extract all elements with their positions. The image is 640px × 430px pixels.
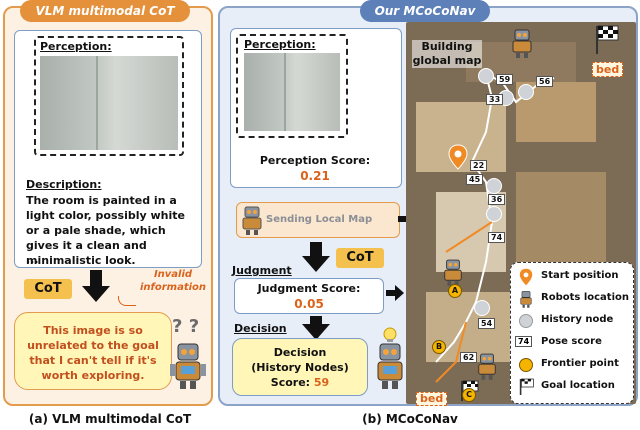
judgment-label: Judgment xyxy=(232,264,292,277)
history-node-icon xyxy=(486,206,502,222)
vlm-invalid-note: Invalid information xyxy=(139,269,207,293)
legend-history: History node xyxy=(541,314,614,325)
vlm-invalid-pointer xyxy=(118,296,136,306)
history-node-icon xyxy=(519,314,533,328)
robot-icon xyxy=(478,353,496,380)
vlm-answer-bubble: This image is so unrelated to the goal t… xyxy=(14,312,172,390)
caption-b: (b) MCoCoNav xyxy=(362,412,458,426)
history-node-icon xyxy=(518,84,534,100)
vlm-description-label: Description: xyxy=(26,178,102,191)
bed-label-bottom: bed xyxy=(416,392,448,406)
legend-start: Start position xyxy=(541,270,619,281)
vlm-answer-text: This image is so unrelated to the goal t… xyxy=(27,324,159,382)
bed-label-top: bed xyxy=(592,62,624,77)
pose-score: 54 xyxy=(478,318,496,329)
goal-flag-icon xyxy=(519,378,534,395)
sending-robot-icon xyxy=(242,206,262,235)
vlm-arrow-stem xyxy=(90,270,102,286)
decision-down-arrow xyxy=(302,324,330,340)
vlm-perception-label: Perception: xyxy=(40,40,112,53)
robot-icon xyxy=(520,291,532,308)
robot-icon xyxy=(444,259,462,286)
vlm-description-ellipsis: ... xyxy=(26,253,39,266)
map-title: Building global map xyxy=(412,40,482,68)
sending-local-map-label: Sending Local Map xyxy=(266,214,373,225)
caption-a: (a) VLM multimodal CoT xyxy=(28,412,192,426)
start-position-icon xyxy=(448,144,468,170)
decision-card: Decision (History Nodes) Score: 59 xyxy=(232,338,368,396)
pose-score: 36 xyxy=(488,194,506,205)
decision-score-label: Score: xyxy=(270,376,311,389)
decision-sub: (History Nodes) xyxy=(251,361,349,374)
trajectory-paths xyxy=(435,73,555,383)
vlm-cot-title: VLM multimodal CoT xyxy=(20,0,190,22)
vlm-perception-image xyxy=(40,56,178,150)
legend-pose: Pose score xyxy=(541,336,602,347)
pose-score: 22 xyxy=(470,160,488,171)
history-node-icon xyxy=(474,300,490,316)
pose-score: 62 xyxy=(460,352,478,363)
history-node-icon xyxy=(478,68,494,84)
perception-score-value: 0.21 xyxy=(300,169,330,183)
mcoconav-cot-badge: CoT xyxy=(336,248,384,268)
frontier-point-icon: C xyxy=(462,388,476,402)
goal-flag-icon xyxy=(596,25,619,54)
robot-icon xyxy=(512,29,532,58)
frontier-point-icon: B xyxy=(432,340,446,354)
judgment-score-label: Judgment Score: xyxy=(257,282,361,295)
decision-arrow-stem xyxy=(310,316,322,326)
perception-image xyxy=(244,53,340,131)
pose-score: 59 xyxy=(496,74,514,85)
frontier-point-icon: A xyxy=(448,284,462,298)
sending-local-map-box xyxy=(236,202,400,238)
perception-score-label: Perception Score: xyxy=(259,154,371,167)
decision-score-value: 59 xyxy=(313,376,330,389)
judgment-card xyxy=(234,278,384,314)
vlm-cot-badge: CoT xyxy=(24,279,72,299)
decision-label: Decision xyxy=(234,322,287,335)
vlm-description-text: The room is painted in a light color, po… xyxy=(26,194,185,267)
legend-frontier: Frontier point xyxy=(541,358,619,369)
decision-score: Score: 59 xyxy=(233,375,367,390)
question-marks: ? ? xyxy=(172,316,200,337)
mcoconav-title: Our MCoCoNav xyxy=(360,0,490,22)
perception-label: Perception: xyxy=(244,38,316,51)
vlm-down-arrow xyxy=(82,286,110,302)
pose-score: 56 xyxy=(536,76,554,87)
judgment-score-value: 0.05 xyxy=(294,297,324,311)
decision-title: Decision xyxy=(273,346,327,359)
legend-goal: Goal location xyxy=(541,380,615,391)
frontier-point-icon xyxy=(519,358,533,372)
judgment-down-arrow xyxy=(302,256,330,272)
history-node-icon xyxy=(486,178,502,194)
pose-score: 33 xyxy=(486,94,504,105)
legend: Start position Robots location History n… xyxy=(510,262,634,404)
pose-score: 45 xyxy=(466,174,484,185)
judgment-arrow-stem xyxy=(310,242,322,256)
legend-robots: Robots location xyxy=(541,292,629,303)
pose-score: 74 xyxy=(488,232,506,243)
judgment-arrow-icon xyxy=(386,285,404,301)
pose-score-icon: 74 xyxy=(515,336,533,347)
start-position-icon xyxy=(519,268,533,286)
decision-robot-icon xyxy=(377,327,403,389)
vlm-robot-icon xyxy=(170,343,206,389)
